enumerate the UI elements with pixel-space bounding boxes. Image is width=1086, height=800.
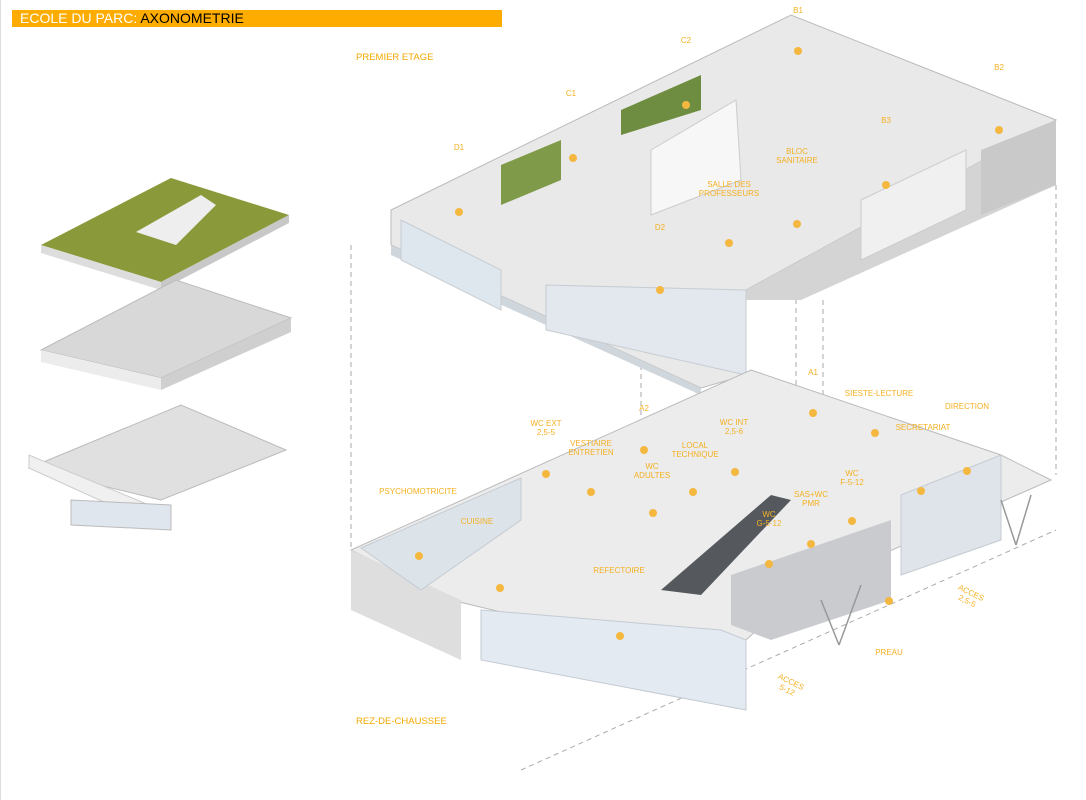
room-label: SECRETARIAT xyxy=(895,423,951,432)
room-label: C2 xyxy=(680,36,692,45)
thumbnail-upper-floor xyxy=(39,279,293,390)
room-label: A1 xyxy=(808,368,818,377)
room-label: PSYCHOMOTRICITE xyxy=(379,487,457,496)
room-label: A2 xyxy=(639,404,649,413)
room-label: LOCAL TECHNIQUE xyxy=(671,441,719,459)
room-label: SALLE DES PROFESSEURS xyxy=(698,180,760,198)
room-label: C1 xyxy=(565,89,577,98)
title-bar: ECOLE DU PARC: AXONOMETRIE xyxy=(12,10,502,27)
thumbnail-roof xyxy=(41,178,289,290)
room-label: BLOC SANITAIRE xyxy=(776,147,818,165)
room-label: D1 xyxy=(453,143,465,152)
room-label: B2 xyxy=(994,63,1004,72)
room-label: DIRECTION xyxy=(945,402,989,411)
room-label: B3 xyxy=(881,116,891,125)
thumbnail-ground-floor xyxy=(27,404,288,531)
title-prefix: ECOLE DU PARC: xyxy=(20,10,138,26)
section-label-upper: PREMIER ETAGE xyxy=(356,52,434,63)
room-label: REFECTOIRE xyxy=(593,566,645,575)
room-label: SAS+WC PMR xyxy=(793,490,829,508)
title-main: AXONOMETRIE xyxy=(140,10,244,26)
room-label: B1 xyxy=(793,6,803,15)
room-label: VESTIAIRE ENTRETIEN xyxy=(568,439,614,457)
section-label-ground: REZ-DE-CHAUSSEE xyxy=(356,716,447,727)
room-label: CUISINE xyxy=(460,517,494,526)
room-label: WC EXT 2,5-5 xyxy=(530,419,562,437)
ground-floor-model xyxy=(349,369,1053,711)
room-label: D2 xyxy=(654,223,666,232)
room-label: WC ADULTES xyxy=(633,462,671,480)
upper-floor-model xyxy=(390,14,1058,395)
room-label: PREAU xyxy=(875,648,903,657)
room-label: WC G-5-12 xyxy=(756,510,782,528)
room-markers xyxy=(415,47,1003,640)
room-label: WC F-5-12 xyxy=(840,469,864,487)
room-label: SIESTE-LECTURE xyxy=(844,389,914,398)
room-label: WC INT 2,5-6 xyxy=(719,418,749,436)
